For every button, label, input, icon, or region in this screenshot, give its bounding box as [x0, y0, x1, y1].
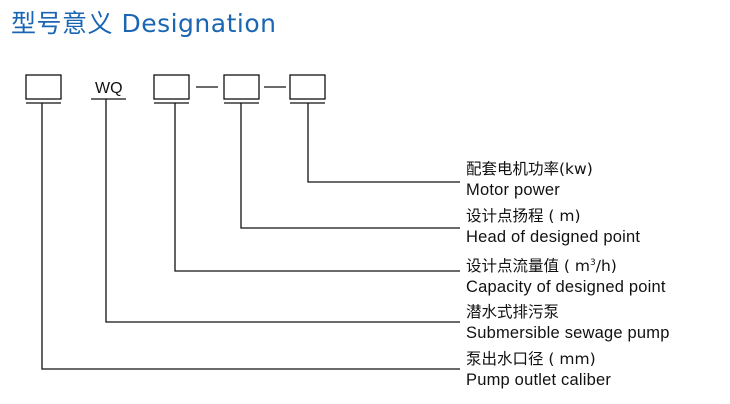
leader-pump-type [105, 99, 460, 323]
label-motor-power-cn: 配套电机功率(kw) [466, 160, 593, 178]
leader-motor-power [307, 103, 460, 183]
leader-head [240, 103, 460, 229]
label-motor-power-en: Motor power [466, 181, 560, 199]
code-box-power [289, 74, 326, 100]
label-capacity-cn: 设计点流量值 ( m3/h) [466, 257, 617, 275]
label-pump-type-en: Submersible sewage pump [466, 324, 670, 342]
page-title: 型号意义 Designation [11, 9, 277, 38]
label-capacity-en: Capacity of designed point [466, 278, 666, 296]
label-outlet: 泵出水口径 ( mm) Pump outlet caliber [466, 349, 611, 391]
code-box-capacity [153, 74, 190, 100]
leader-capacity [174, 103, 460, 272]
code-box-outlet [25, 74, 62, 100]
label-motor-power: 配套电机功率(kw) Motor power [466, 159, 593, 201]
code-series-wq: WQ [95, 80, 123, 97]
label-pump-type: 潜水式排污泵 Submersible sewage pump [466, 302, 670, 344]
label-pump-type-cn: 潜水式排污泵 [466, 303, 560, 321]
label-outlet-cn: 泵出水口径 ( mm) [466, 350, 596, 368]
label-head-en: Head of designed point [466, 228, 641, 246]
code-box-head [223, 74, 260, 100]
label-head-cn: 设计点扬程 ( m) [466, 207, 581, 225]
label-capacity: 设计点流量值 ( m3/h) Capacity of designed poin… [466, 253, 666, 298]
label-head: 设计点扬程 ( m) Head of designed point [466, 206, 640, 248]
label-outlet-en: Pump outlet caliber [466, 371, 612, 389]
leader-outlet [41, 103, 460, 370]
